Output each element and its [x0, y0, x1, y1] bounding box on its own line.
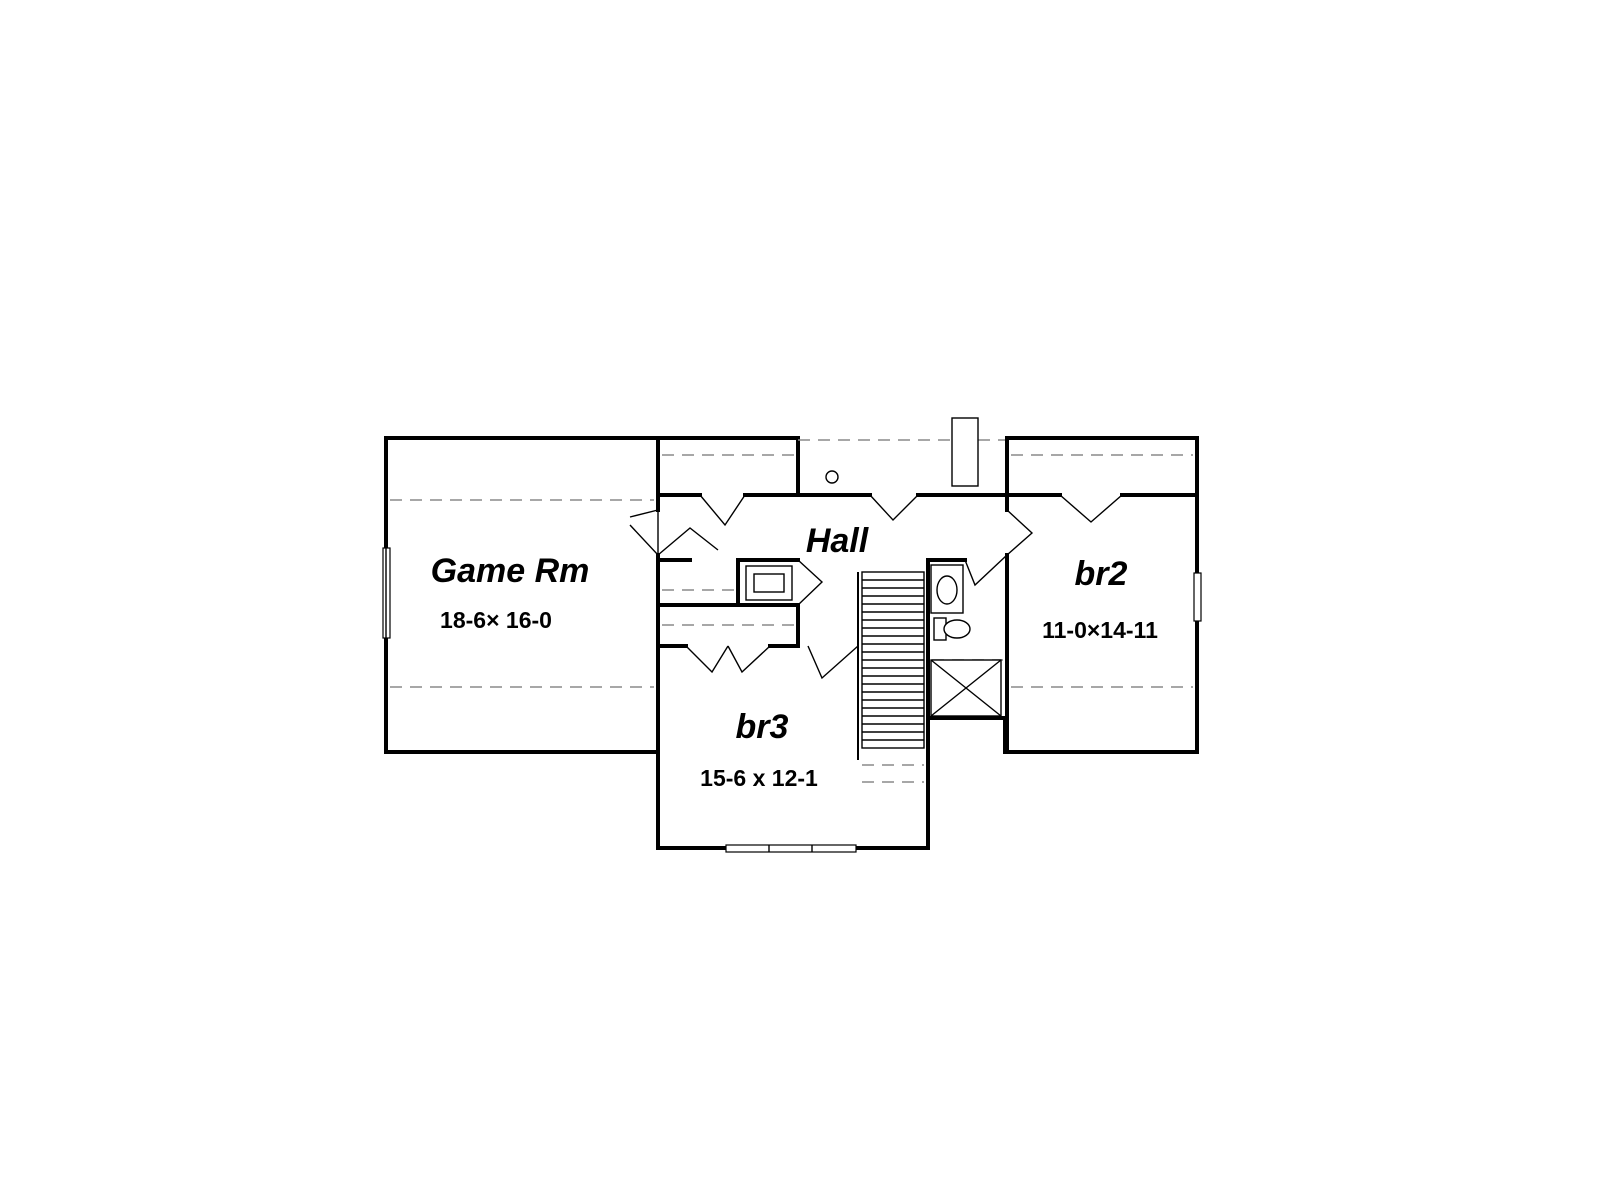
bedroom-3-name: br3 — [736, 708, 789, 746]
door — [964, 554, 1008, 587]
door — [657, 527, 719, 556]
door — [797, 559, 824, 606]
door — [629, 509, 659, 557]
window — [1193, 572, 1202, 622]
door — [685, 645, 729, 674]
room-labels: Game Rm 18-6× 16-0 Hall br2 11-0×14-11 b… — [431, 522, 1158, 791]
game-room-dimensions: 18-6× 16-0 — [440, 607, 552, 633]
fixtures — [745, 417, 1002, 717]
light-fixture — [825, 470, 839, 484]
bedroom-2-name: br2 — [1075, 555, 1128, 593]
attic-access — [951, 417, 979, 487]
bedroom-2-dimensions: 11-0×14-11 — [1042, 617, 1158, 643]
door — [869, 494, 919, 522]
ceiling-lines — [390, 439, 1193, 783]
door — [1059, 494, 1123, 523]
bedroom-3-dimensions: 15-6 x 12-1 — [700, 765, 818, 791]
interior-walls — [656, 436, 1199, 760]
doors — [629, 494, 1123, 680]
game-room-name: Game Rm — [431, 552, 590, 590]
window — [725, 844, 857, 853]
door — [699, 494, 746, 527]
door — [807, 645, 859, 680]
hall-name: Hall — [806, 522, 870, 560]
staircase — [861, 571, 925, 749]
door — [1006, 509, 1034, 556]
door — [727, 645, 771, 674]
